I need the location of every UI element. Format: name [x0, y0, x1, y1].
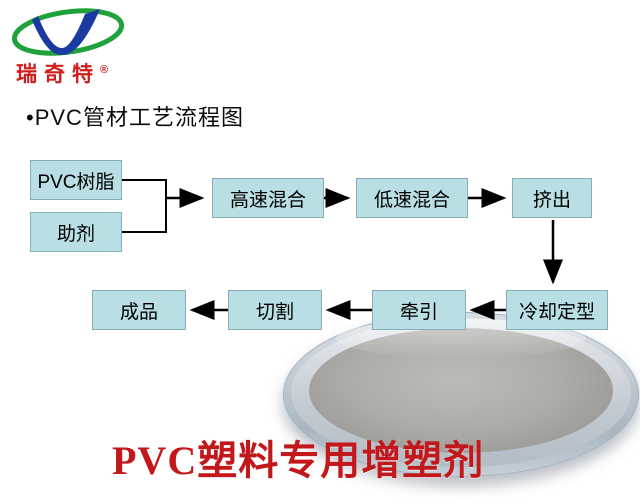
flow-box-cutting: 切割: [228, 290, 322, 330]
product-caption: PVC塑料专用增塑剂: [112, 438, 485, 483]
flow-box-low-speed-mix: 低速混合: [356, 178, 468, 218]
logo-swoosh-icon: [11, 8, 125, 56]
flow-box-high-speed-mix: 高速混合: [212, 178, 324, 218]
flow-box-finished-product: 成品: [92, 290, 186, 330]
brand-name: 瑞奇特: [16, 63, 100, 86]
flow-box-pvc-resin: PVC树脂: [30, 160, 122, 200]
brand-logo: 瑞奇特®: [10, 6, 150, 88]
flow-box-additive: 助剂: [30, 212, 122, 252]
flow-box-traction: 牵引: [372, 290, 466, 330]
registered-mark: ®: [100, 64, 109, 76]
page-title: •PVC管材工艺流程图: [26, 105, 244, 130]
flow-box-cooling-shaping: 冷却定型: [506, 290, 608, 330]
flow-box-extrusion: 挤出: [512, 178, 592, 218]
